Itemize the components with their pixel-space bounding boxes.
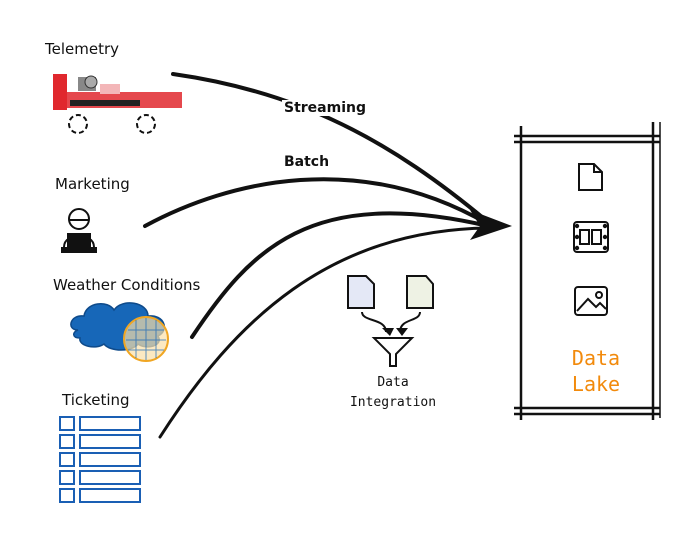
document-icon bbox=[406, 275, 434, 309]
image-icon bbox=[574, 286, 608, 316]
weather-arrow bbox=[190, 211, 490, 339]
lake-line-2: Lake bbox=[571, 372, 621, 396]
data-lake-container bbox=[514, 122, 661, 420]
film-icon bbox=[573, 221, 609, 253]
data-integration-label: Data Integration bbox=[340, 373, 446, 413]
funnel-icon bbox=[371, 337, 415, 367]
arrow-head bbox=[470, 210, 512, 240]
source-label-telemetry: Telemetry bbox=[45, 40, 120, 58]
batch-arrow bbox=[143, 177, 490, 228]
file-icon bbox=[578, 163, 603, 191]
data-lake-label: Data Lake bbox=[546, 345, 646, 397]
race-car-icon bbox=[53, 74, 182, 134]
integration-line-1: Data bbox=[377, 375, 409, 390]
streaming-arrow bbox=[171, 72, 490, 224]
flow-arrows bbox=[143, 72, 512, 439]
integration-icons bbox=[347, 275, 434, 367]
weather-cloud-icon bbox=[70, 302, 169, 362]
source-label-weather: Weather Conditions bbox=[53, 276, 201, 294]
source-label-ticketing: Ticketing bbox=[62, 391, 130, 409]
lake-line-1: Data bbox=[571, 346, 621, 370]
ticketing-arrow bbox=[158, 226, 490, 439]
flow-label-batch: Batch bbox=[282, 154, 332, 170]
flow-label-streaming: Streaming bbox=[282, 100, 368, 116]
source-label-marketing: Marketing bbox=[55, 175, 130, 193]
ticket-list-icon bbox=[59, 416, 141, 503]
user-laptop-icon bbox=[61, 208, 97, 253]
document-icon bbox=[347, 275, 375, 309]
integration-line-2: Integration bbox=[349, 395, 437, 410]
